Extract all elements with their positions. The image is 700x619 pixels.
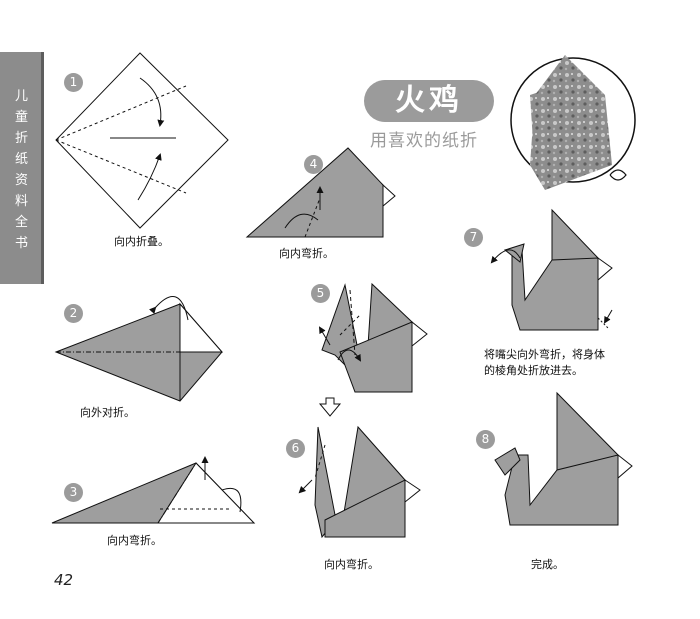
step1-number: 1 [64,73,83,92]
step2-caption: 向外对折。 [80,406,135,419]
page-title: 火鸡 [364,80,494,122]
page-subtitle: 用喜欢的纸折 [370,131,478,151]
step8-number: 8 [476,430,495,449]
step4-diagram [245,147,396,238]
step6-diagram [298,425,421,539]
step8-caption: 完成。 [531,558,564,571]
step4-caption: 向内弯折。 [279,247,334,260]
step5-number: 5 [311,284,330,303]
step7-caption-line2: 的棱角处折放进去。 [484,364,583,377]
side-tab: 儿童折纸资料全书 [0,52,44,284]
step8-diagram [494,391,633,526]
step7-diagram [490,208,613,331]
finished-turkey-photo [510,55,636,190]
step4-number: 4 [304,155,323,174]
step1-diagram [55,52,229,229]
step6-caption: 向内弯折。 [324,558,379,571]
side-tab-label: 儿童折纸资料全书 [14,89,29,251]
step2-number: 2 [64,304,83,323]
page-number: 42 [54,571,74,589]
step3-number: 3 [64,483,83,502]
step3-caption: 向内弯折。 [107,534,162,547]
step2-diagram [54,296,224,402]
step6-number: 6 [286,439,305,458]
step3-diagram [51,456,256,524]
step5-diagram [318,282,428,417]
step7-caption-line1: 将嘴尖向外弯折，将身体 [484,348,605,361]
down-arrow-icon [318,397,342,417]
step1-caption: 向内折叠。 [114,235,169,248]
side-tab-stripe [41,52,44,284]
step7-number: 7 [464,228,483,247]
